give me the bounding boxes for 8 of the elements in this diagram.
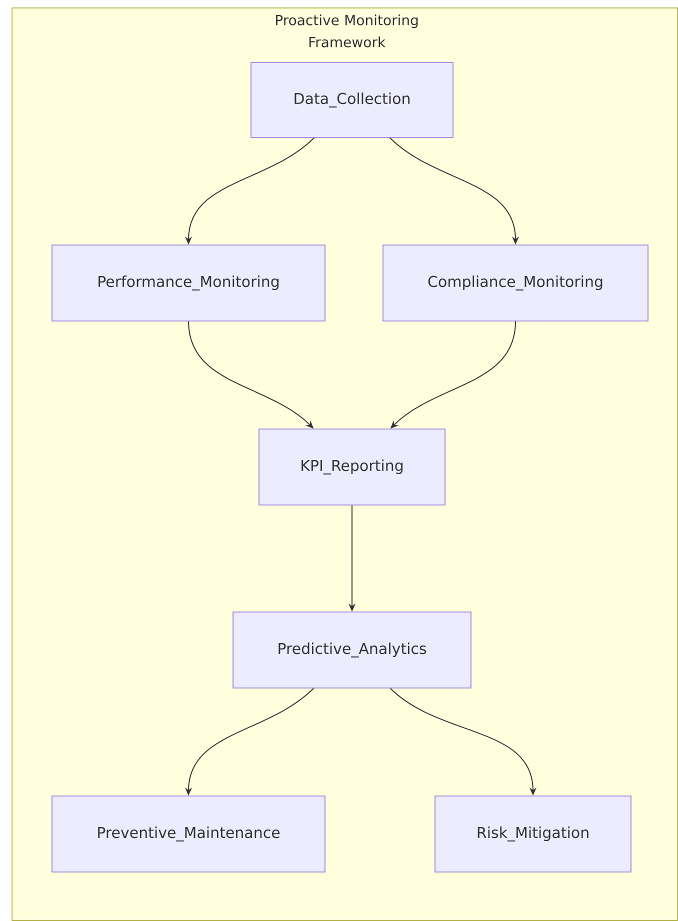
process-box: Compliance_Monitoring xyxy=(382,244,648,322)
process-box: Preventive_Maintenance xyxy=(52,796,326,872)
group-title: Proactive Monitoring Framework xyxy=(276,14,418,48)
process-box: Data_Collection xyxy=(250,62,454,138)
process-box: Risk_Mitigation xyxy=(434,796,632,872)
process-box: Predictive_Analytics xyxy=(232,612,472,688)
process-box: KPI_Reporting xyxy=(258,428,446,506)
process-box: Performance_Monitoring xyxy=(52,244,326,322)
